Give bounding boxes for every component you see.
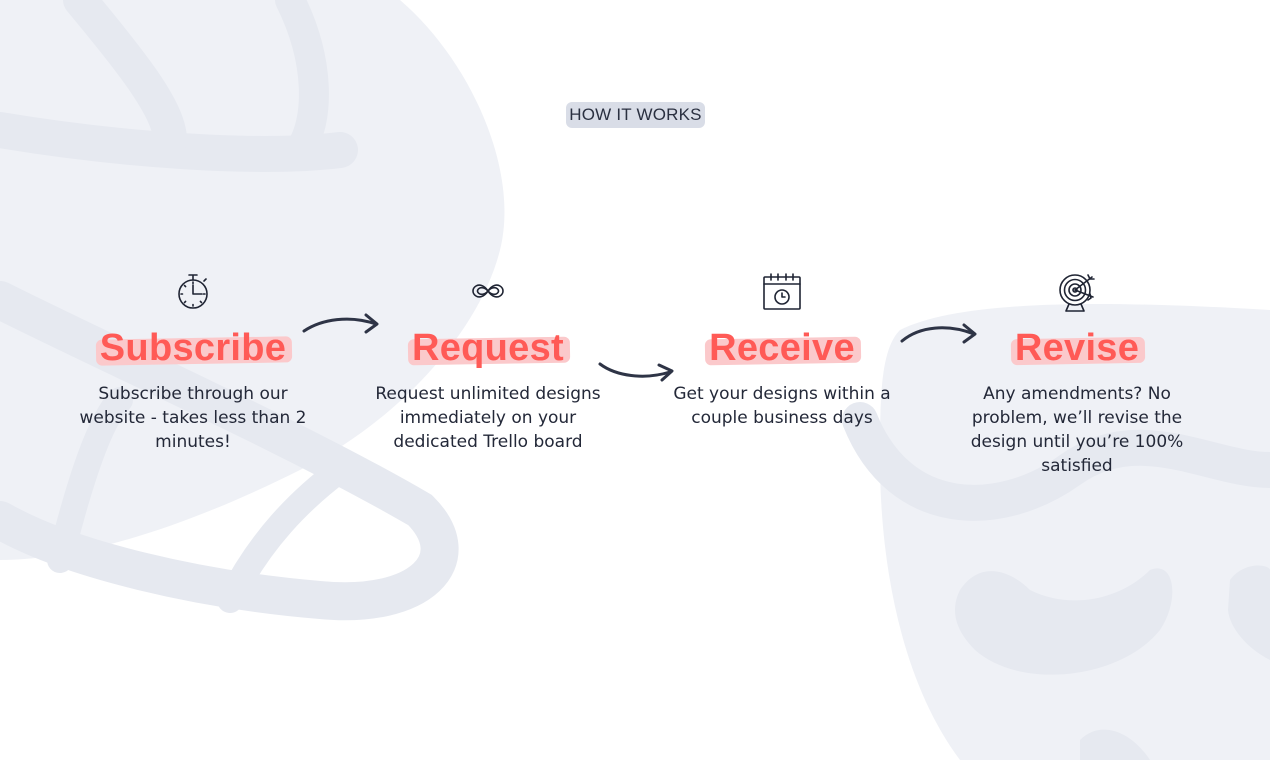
target-icon (1057, 270, 1097, 312)
connector-arrow-3 (898, 314, 988, 354)
step-title-text: Receive (709, 327, 855, 369)
step-subscribe: Subscribe Subscribe through our website … (73, 270, 313, 454)
connector-arrow-2 (596, 350, 686, 390)
step-title-text: Revise (1014, 327, 1140, 369)
step-title-text: Request (411, 327, 565, 369)
calendar-clock-icon (762, 270, 802, 312)
section-eyebrow-label: HOW IT WORKS (566, 102, 705, 128)
step-description: Request unlimited designs immediately on… (375, 384, 601, 452)
step-title-text: Subscribe (99, 327, 287, 369)
step-title: Receive (704, 326, 862, 370)
step-description: Get your designs within a couple busines… (673, 384, 891, 428)
infinity-icon (468, 270, 508, 312)
step-title: Revise (1010, 326, 1146, 370)
step-description: Subscribe through our website - takes le… (79, 384, 307, 452)
step-description: Any amendments? No problem, we’ll revise… (970, 384, 1184, 476)
connector-arrow-1 (300, 305, 390, 345)
step-title: Request (407, 326, 571, 370)
step-revise: Revise Any amendments? No problem, we’ll… (957, 270, 1197, 478)
stopwatch-icon (173, 270, 213, 312)
step-receive: Receive Get your designs within a couple… (662, 270, 902, 430)
step-request: Request Request unlimited designs immedi… (368, 270, 608, 454)
step-title: Subscribe (95, 326, 293, 370)
